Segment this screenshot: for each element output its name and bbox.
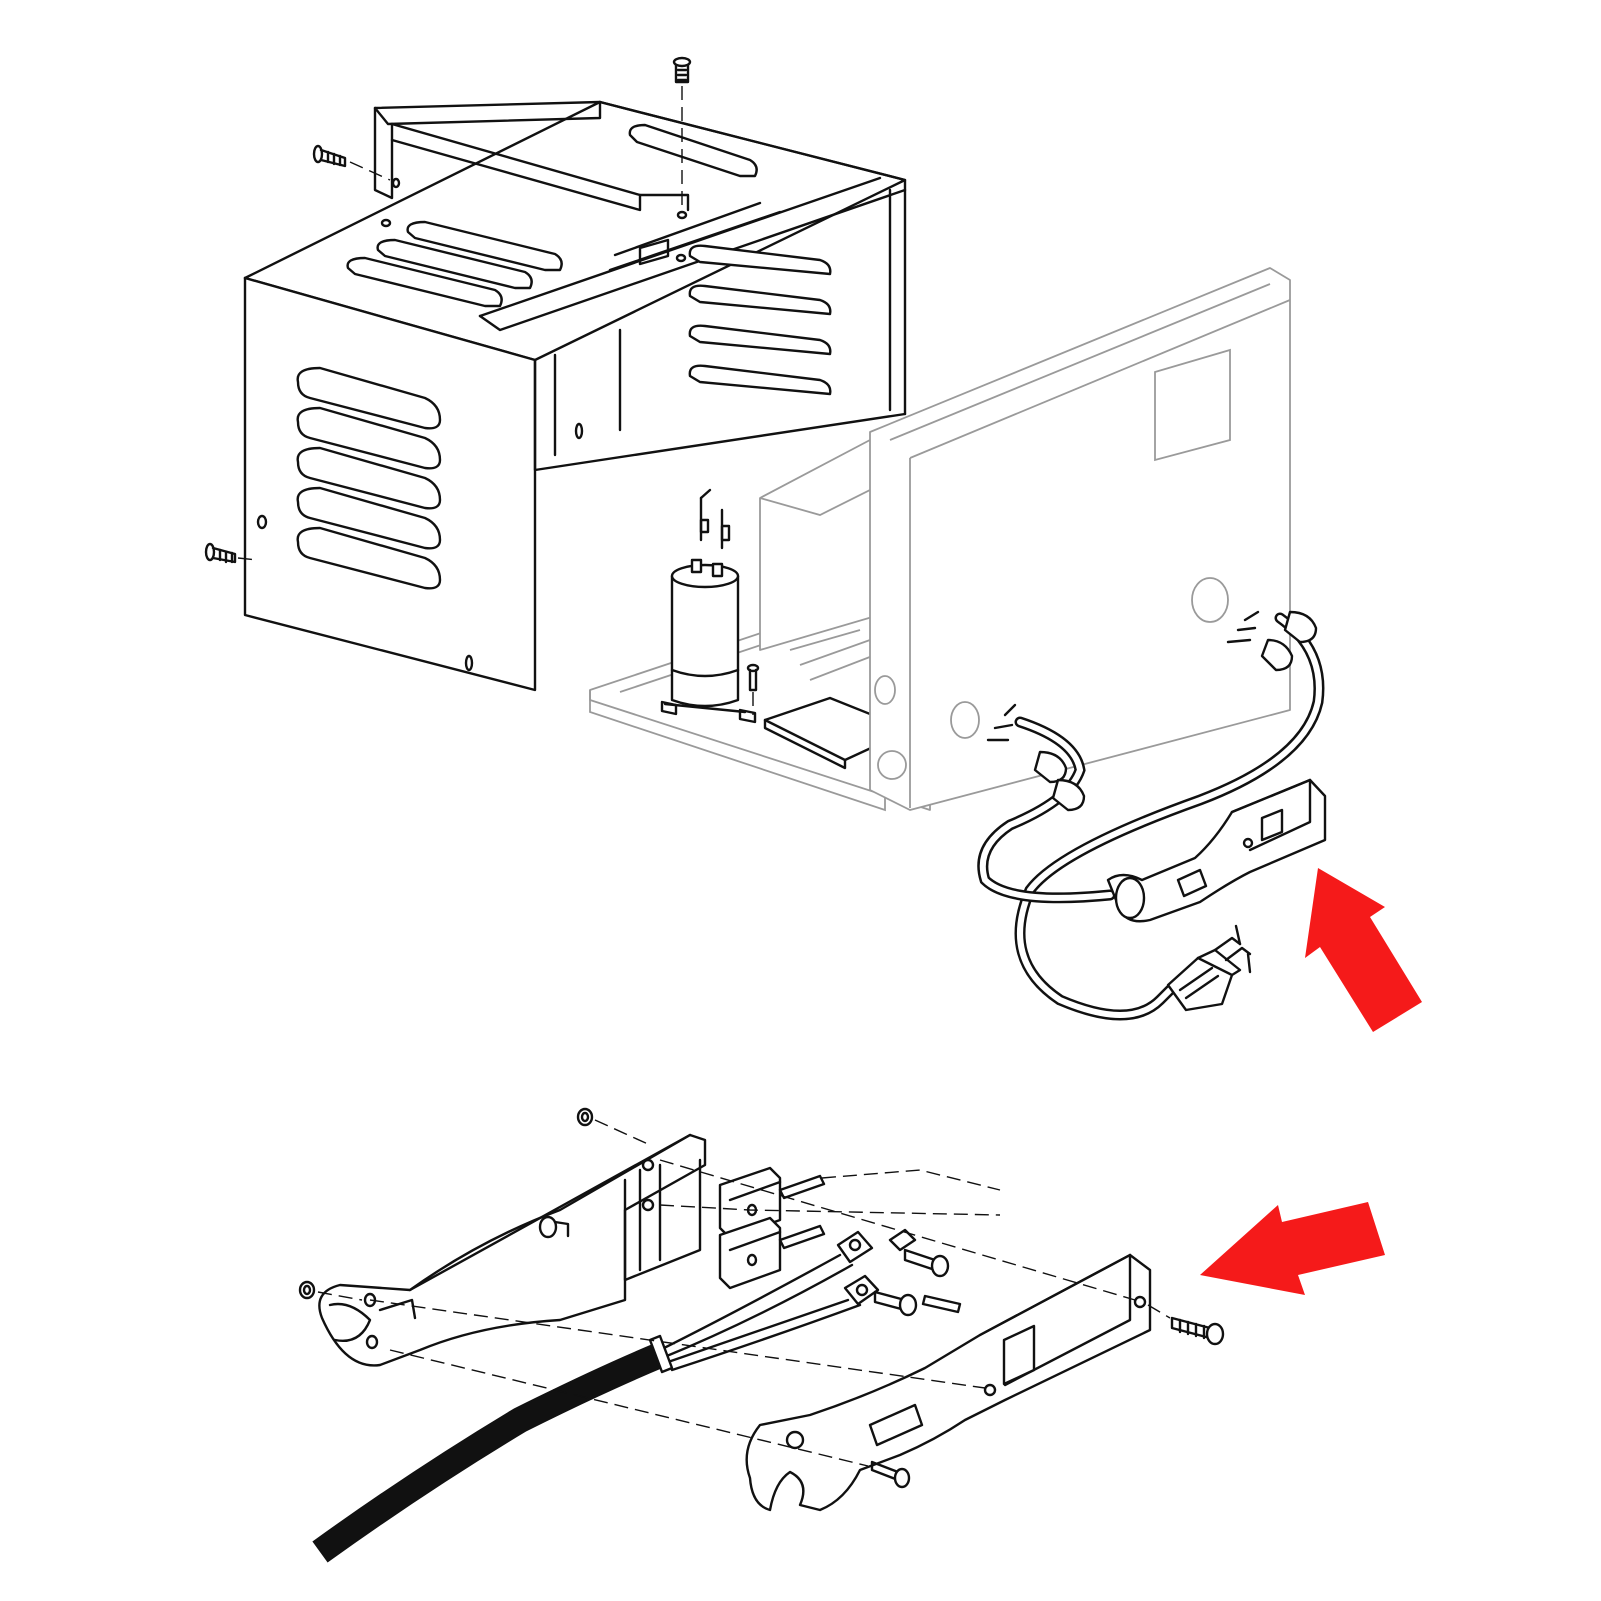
- end-panel: [869, 267, 1291, 811]
- dc-wires: [658, 1253, 862, 1372]
- mounting-holes: [256, 177, 688, 672]
- dc-cable: [312, 1334, 674, 1563]
- dc-plug-handle-half-right: [745, 1253, 1152, 1512]
- vent-louvers-back: [688, 244, 832, 396]
- assembly-guides: [317, 1119, 1171, 1467]
- terminals: [836, 1228, 962, 1314]
- screw-base: [746, 663, 760, 715]
- ac-plug: [1166, 924, 1252, 1012]
- contacts: [718, 1166, 826, 1290]
- callout-arrow-lower: [1200, 1202, 1385, 1295]
- screw-handle-bottom: [870, 1460, 911, 1489]
- capacitor: [660, 488, 757, 724]
- screw-terminal-1: [903, 1248, 950, 1278]
- strain-relief-bushings: [986, 610, 1318, 812]
- screw-terminal-2: [873, 1290, 918, 1317]
- screw-top: [672, 56, 692, 212]
- vent-louvers-top: [346, 123, 758, 308]
- ac-cord: [1014, 612, 1325, 1021]
- dc-cord: [977, 716, 1116, 904]
- screw-left-lower: [204, 542, 259, 564]
- screw-left-upper: [312, 144, 391, 181]
- dc-plug-handle-half-left: [318, 1133, 707, 1367]
- vent-louvers-front: [296, 366, 442, 590]
- screw-handle-right: [1170, 1316, 1225, 1346]
- callout-arrow-upper: [1305, 868, 1422, 1032]
- nuts: [298, 1107, 594, 1300]
- dc-plug-handle: [1106, 778, 1327, 923]
